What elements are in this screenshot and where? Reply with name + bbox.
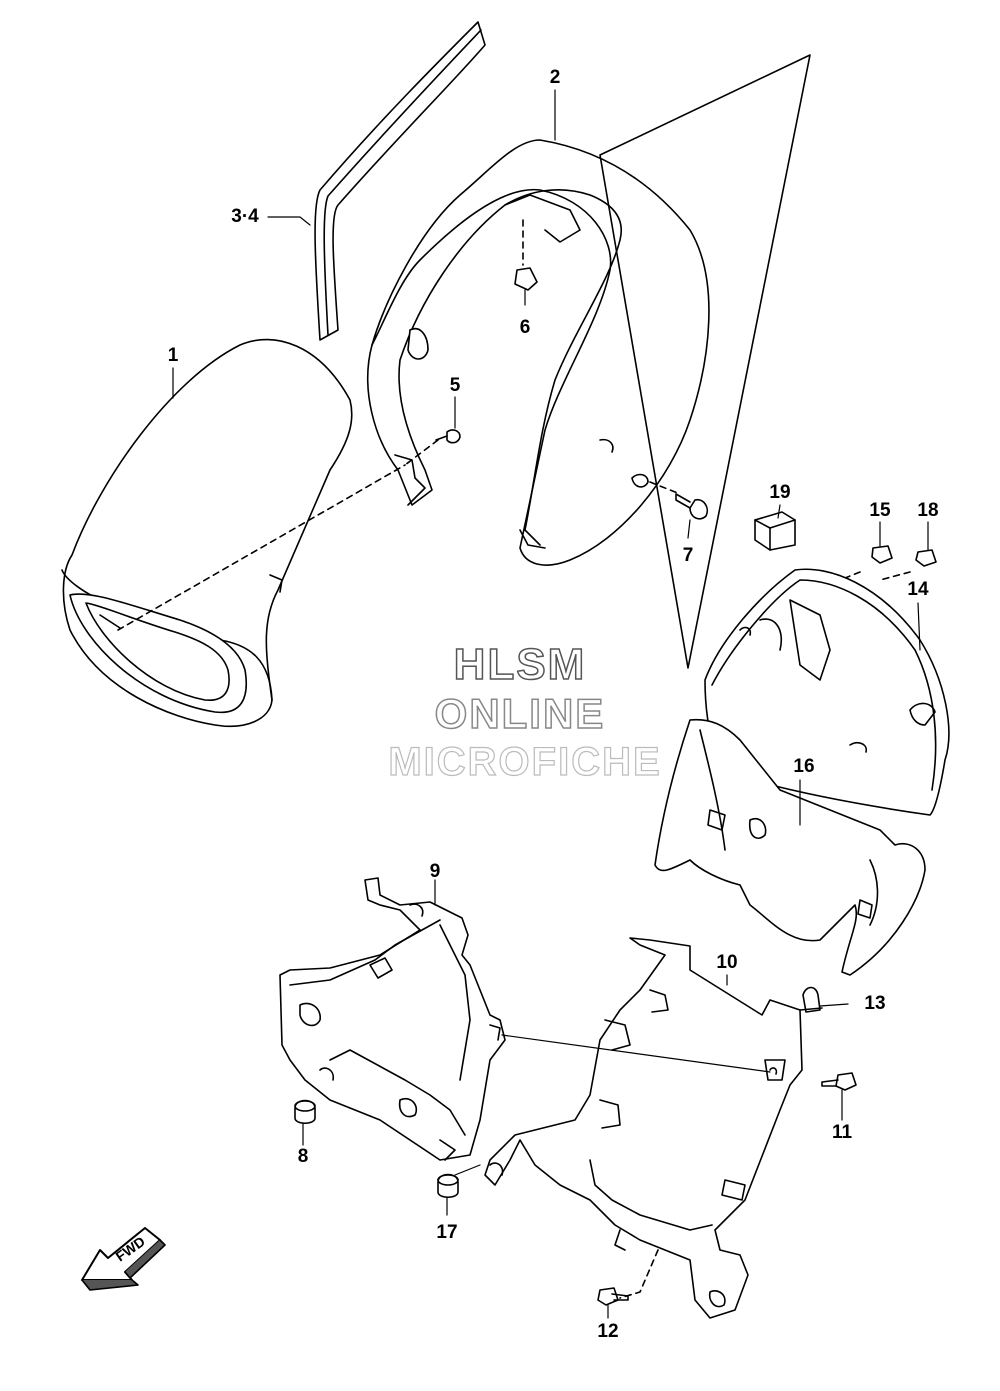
headlight-cowl-part-1	[61, 338, 353, 727]
bolt-part-11	[821, 1072, 857, 1091]
watermark-line-3: MICROFICHE	[388, 739, 662, 784]
lower-inner-cover-part-16	[654, 718, 926, 976]
leader-lines-solid	[172, 89, 929, 1319]
part-label-18: 18	[917, 500, 939, 521]
part-label-12: 12	[597, 1321, 619, 1342]
part-label-15: 15	[869, 500, 891, 521]
rivet-part-13	[799, 986, 823, 1013]
part-label-13: 13	[864, 993, 886, 1014]
part-label-11: 11	[831, 1122, 853, 1143]
block-part-19	[754, 511, 796, 551]
clip-part-6	[514, 267, 538, 291]
part-label-9: 9	[429, 861, 441, 882]
part-label-8: 8	[297, 1146, 309, 1167]
part-label-17: 17	[436, 1222, 458, 1243]
part-label-7: 7	[682, 545, 694, 566]
windshield-outline	[599, 54, 811, 669]
watermark-line-2: ONLINE	[434, 689, 606, 738]
watermark-line-1: HLSM	[453, 639, 587, 690]
part-label-16: 16	[793, 756, 815, 777]
upper-fairing-part-2	[366, 139, 710, 566]
part-label-6: 6	[519, 317, 531, 338]
nut-part-18	[915, 549, 937, 567]
bolt-part-12	[597, 1287, 629, 1306]
screw-part-5	[435, 429, 461, 444]
part-label-1: 1	[167, 345, 179, 366]
forward-direction-arrow-icon: FWD	[81, 1227, 166, 1291]
rivet-part-7	[675, 493, 709, 520]
trim-strip-part-3-4	[314, 21, 486, 341]
part-label-3-4: 3·4	[231, 206, 259, 227]
grommet-part-17	[437, 1173, 459, 1199]
meter-bracket-part-10	[484, 937, 803, 1319]
headlight-bracket-part-9	[279, 877, 506, 1161]
part-label-2: 2	[549, 67, 561, 88]
grommet-part-15	[871, 545, 893, 564]
part-label-5: 5	[449, 375, 461, 396]
part-label-14: 14	[907, 579, 929, 600]
part-label-19: 19	[769, 482, 791, 503]
part-label-10: 10	[716, 952, 738, 973]
grommet-part-8	[294, 1099, 316, 1125]
